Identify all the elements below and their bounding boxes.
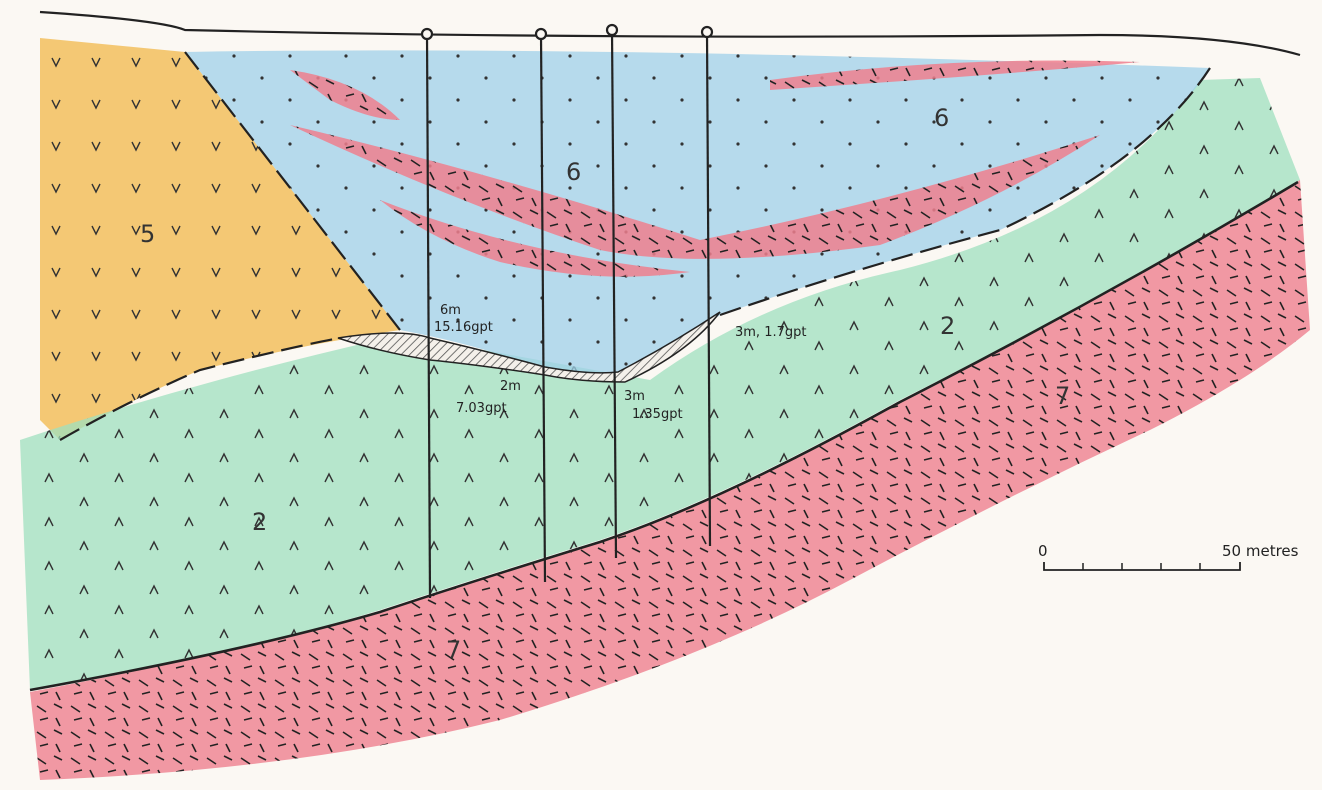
unit-7-label-lower: 7 [446,636,461,664]
ground-surface [40,12,1300,55]
unit-2-label-left: 2 [252,508,267,536]
intercept-1-grade: 15.16gpt [434,320,493,335]
unit-5-label: 5 [140,220,155,248]
scale-end-label: 50 metres [1222,542,1299,560]
intercept-1-width: 6m [440,303,461,318]
scale-start-label: 0 [1038,542,1048,560]
intercept-2-width: 2m [500,379,521,394]
unit-7-label-right: 7 [1055,382,1070,410]
intercept-3-width: 3m [624,389,645,404]
intercept-3-grade: 1.35gpt [632,407,683,422]
intercept-2-grade: 7.03gpt [456,401,507,416]
unit-6-label-left: 6 [566,158,581,186]
scale-bar: 0 50 metres [1038,542,1299,570]
intercept-4: 3m, 1.7gpt [735,325,806,340]
unit-2-label-right: 2 [940,312,955,340]
unit-6-label-right: 6 [934,104,949,132]
